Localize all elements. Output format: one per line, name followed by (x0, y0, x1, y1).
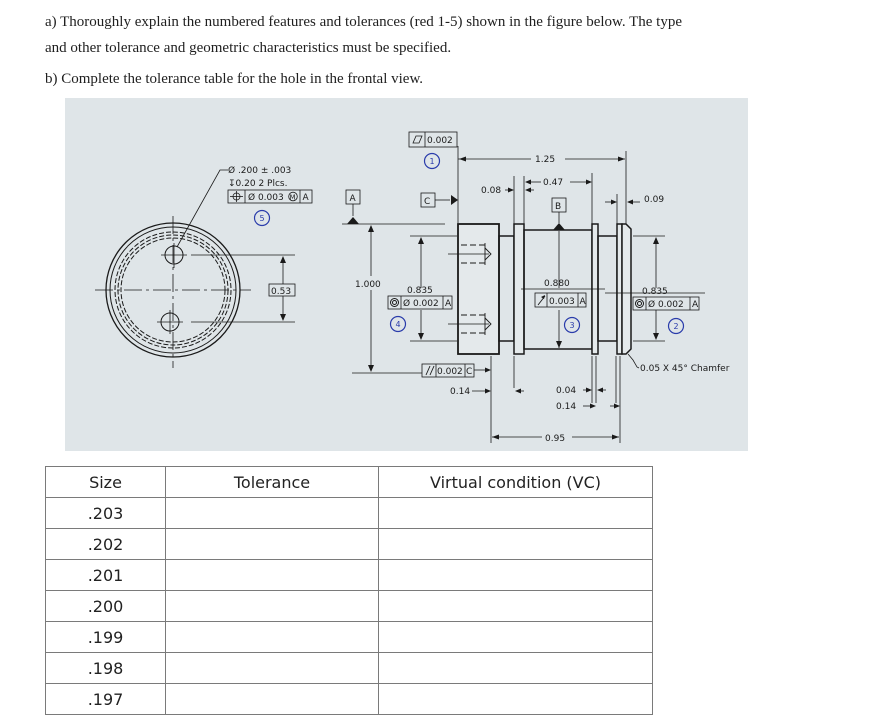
dim-0-14-left: 0.14 (450, 387, 470, 397)
datum-a-label: A (350, 194, 357, 204)
position-fcf-tolerance: Ø 0.003 (248, 192, 284, 203)
tolerance-cell[interactable] (165, 590, 379, 622)
table-row: .197 (45, 683, 653, 715)
size-cell: .203 (45, 497, 166, 529)
hole-depth-callout: ↧0.20 2 Plcs. (228, 179, 287, 189)
center-diameter-dim: 0.880 (544, 279, 570, 289)
datum-b-label: B (555, 202, 561, 212)
right-diameter-dim: 0.835 (642, 287, 668, 297)
balloon-2: 2 (674, 322, 679, 331)
header-size: Size (45, 466, 166, 498)
tolerance-cell[interactable] (165, 528, 379, 560)
front-view: 0.53 Ø .200 ± .003 ↧0.20 2 Plcs. Ø 0.003… (95, 165, 313, 368)
concentricity-right-datum: A (692, 300, 699, 310)
table-row: .203 (45, 497, 653, 529)
size-cell: .199 (45, 621, 166, 653)
size-cell: .198 (45, 652, 166, 684)
chamfer-note: 0.05 X 45° Chamfer (640, 364, 730, 374)
engineering-drawing: 0.53 Ø .200 ± .003 ↧0.20 2 Plcs. Ø 0.003… (65, 98, 748, 451)
flatness-fcf-tolerance: 0.002 (427, 136, 453, 146)
concentricity-left-tolerance: Ø 0.002 (403, 298, 439, 309)
hole-spacing-dim: 0.53 (271, 287, 291, 297)
side-view: A 1.000 0.002 1 C 1.25 (342, 131, 730, 444)
table-row: .201 (45, 559, 653, 591)
table-row: .200 (45, 590, 653, 622)
header-tolerance: Tolerance (165, 466, 379, 498)
parallelism-fcf-datum: C (466, 367, 472, 377)
concentricity-right-tolerance: Ø 0.002 (648, 299, 684, 310)
tolerance-cell[interactable] (165, 559, 379, 591)
overall-diameter-dim: 1.000 (355, 280, 381, 290)
vc-cell[interactable] (378, 528, 653, 560)
vc-cell[interactable] (378, 559, 653, 591)
dim-0-47: 0.47 (543, 178, 563, 188)
concentricity-left-datum: A (445, 299, 452, 309)
tolerance-cell[interactable] (165, 497, 379, 529)
size-cell: .197 (45, 683, 166, 715)
vc-cell[interactable] (378, 590, 653, 622)
question-b: b) Complete the tolerance table for the … (45, 71, 424, 87)
tolerance-table: Size Tolerance Virtual condition (VC) .2… (45, 466, 653, 715)
balloon-4: 4 (396, 320, 401, 329)
hole-size-callout: Ø .200 ± .003 (228, 165, 291, 176)
table-header-row: Size Tolerance Virtual condition (VC) (45, 466, 653, 498)
question-a: a) Thoroughly explain the numbered featu… (45, 13, 765, 57)
parallelism-fcf-tolerance: 0.002 (437, 367, 463, 377)
table-row: .199 (45, 621, 653, 653)
dim-0-08: 0.08 (481, 186, 501, 196)
table-row: .198 (45, 652, 653, 684)
header-virtual-condition: Virtual condition (VC) (378, 466, 653, 498)
vc-cell[interactable] (378, 683, 653, 715)
dim-0-04: 0.04 (556, 386, 576, 396)
tolerance-cell[interactable] (165, 683, 379, 715)
runout-fcf-tolerance: 0.003 (549, 297, 575, 307)
dim-0-14-right: 0.14 (556, 402, 576, 412)
balloon-1: 1 (430, 157, 435, 166)
vc-cell[interactable] (378, 621, 653, 653)
datum-c-label: C (424, 197, 430, 207)
balloon-3: 3 (570, 321, 575, 330)
runout-fcf-datum: A (580, 297, 587, 307)
dim-0-95: 0.95 (545, 434, 565, 444)
question-a-line1: a) Thoroughly explain the numbered featu… (45, 14, 683, 30)
left-diameter-dim: 0.835 (407, 286, 433, 296)
position-fcf-datum: A (303, 193, 310, 203)
mmc-modifier: M (290, 194, 296, 202)
tolerance-cell[interactable] (165, 652, 379, 684)
dim-1-25: 1.25 (535, 155, 555, 165)
vc-cell[interactable] (378, 652, 653, 684)
dim-0-09: 0.09 (644, 195, 664, 205)
table-row: .202 (45, 528, 653, 560)
balloon-5: 5 (260, 214, 265, 223)
vc-cell[interactable] (378, 497, 653, 529)
tolerance-cell[interactable] (165, 621, 379, 653)
size-cell: .201 (45, 559, 166, 591)
question-a-line2: and other tolerance and geometric charac… (45, 40, 452, 56)
size-cell: .200 (45, 590, 166, 622)
size-cell: .202 (45, 528, 166, 560)
